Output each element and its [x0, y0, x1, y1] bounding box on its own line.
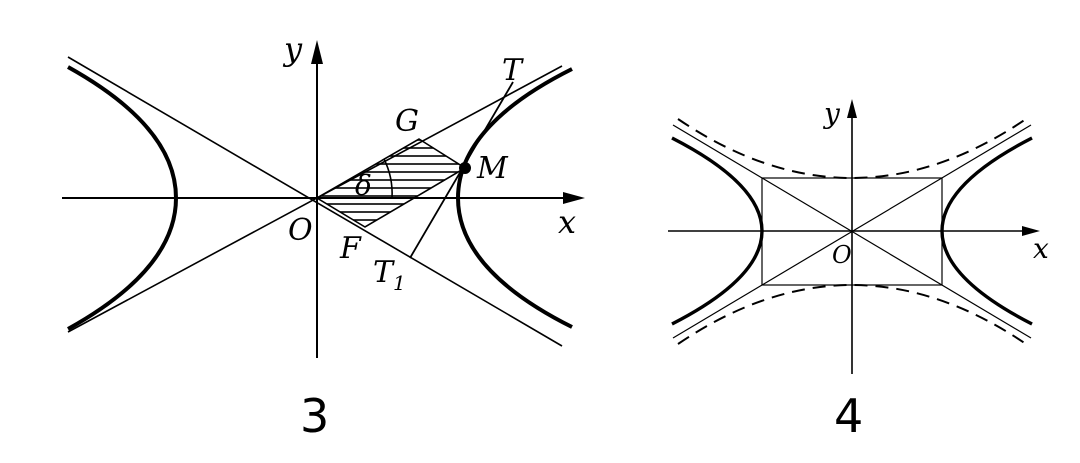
- fig3-hyperbola-right-branch: [455, 67, 573, 329]
- fig3-asymptote-rising: [67, 65, 563, 333]
- fig4-label-y: y: [822, 97, 841, 130]
- fig3-hyperbola-left-branch: [67, 65, 179, 331]
- fig4-hyperbola-right-branch: [940, 136, 1033, 326]
- fig3-x-arrowhead: [563, 192, 585, 204]
- fig3-asymptote-falling: [67, 56, 563, 347]
- fig3-point-M: [459, 162, 471, 174]
- fig3-label-y: y: [282, 30, 303, 68]
- fig3-label-T1-base: T: [373, 255, 395, 290]
- fig3-label-delta: δ: [355, 169, 372, 202]
- fig3-label-F: F: [339, 231, 362, 266]
- figure-4: y x O 4: [668, 97, 1049, 443]
- fig3-label-T: T: [502, 53, 524, 88]
- figure-3: y x O G M T F T1 δ 3: [62, 30, 585, 443]
- fig4-conjugate-hyperbola-bottom: [677, 284, 1027, 345]
- fig3-y-arrowhead: [311, 40, 323, 64]
- fig4-asymptote-falling: [672, 124, 1032, 339]
- fig4-conjugate-hyperbola-top: [677, 118, 1027, 179]
- fig3-label-G: G: [395, 104, 419, 139]
- fig4-number: 4: [834, 389, 863, 443]
- fig3-label-x: x: [558, 203, 576, 241]
- fig3-label-T1: T1: [373, 255, 406, 295]
- fig4-y-arrowhead: [847, 99, 857, 118]
- fig4-hyperbola-left-branch: [671, 136, 764, 326]
- fig3-number: 3: [300, 389, 329, 443]
- fig3-label-M: M: [476, 151, 509, 186]
- fig4-x-arrowhead: [1022, 226, 1040, 236]
- fig3-angle-arc: [383, 158, 393, 199]
- fig4-label-x: x: [1033, 232, 1049, 265]
- fig3-label-T1-subscript: 1: [393, 271, 406, 295]
- fig3-label-origin: O: [288, 213, 313, 248]
- fig4-label-origin: O: [832, 241, 852, 269]
